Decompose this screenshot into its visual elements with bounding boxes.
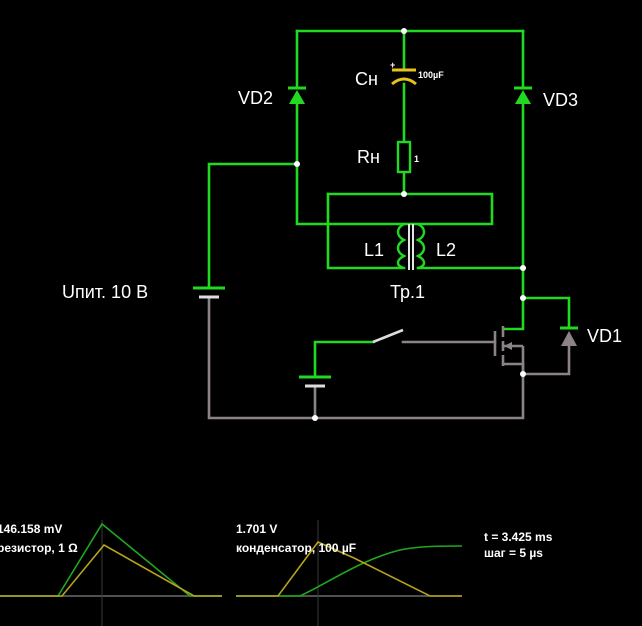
gate-switch-wire xyxy=(313,340,375,378)
resistor-label: Rн xyxy=(357,147,380,167)
supply-plus-wire xyxy=(207,162,299,290)
source-wire xyxy=(503,344,571,376)
diode-vd1[interactable] xyxy=(560,326,578,346)
diode-vd2[interactable] xyxy=(288,86,306,104)
transformer-label: Тр.1 xyxy=(390,282,425,302)
capacitor-plus: + xyxy=(390,60,395,70)
load-rail-wire xyxy=(326,192,494,226)
drain-wire xyxy=(521,296,571,328)
capacitor-value: 100µF xyxy=(418,70,444,80)
diode-vd3-label: VD3 xyxy=(543,90,578,110)
vd2-bottom-wire xyxy=(295,102,406,226)
inductor-l2-label: L2 xyxy=(436,240,456,260)
capacitor-cn[interactable] xyxy=(391,68,417,86)
scope-2-name: конденсатор, 100 µF xyxy=(236,541,356,555)
battery-supply[interactable] xyxy=(193,286,225,299)
l1-wire xyxy=(326,192,406,270)
scope-1-value: 146.158 mV xyxy=(0,522,62,536)
diode-vd1-label: VD1 xyxy=(587,326,622,346)
battery-gate[interactable] xyxy=(299,375,331,388)
mosfet-transistor[interactable] xyxy=(493,326,525,366)
step-readout: шаг = 5 µs xyxy=(484,546,543,560)
scope-resistor[interactable] xyxy=(0,520,222,626)
junction-nodes xyxy=(294,28,526,421)
scope-capacitor[interactable] xyxy=(236,520,463,626)
resistor-value: 1 xyxy=(414,154,419,164)
transformer-tr1[interactable] xyxy=(396,222,426,270)
active-wires xyxy=(207,29,571,378)
inductor-l1-label: L1 xyxy=(364,240,384,260)
ground-return-wire xyxy=(207,296,525,420)
capacitor-label: Cн xyxy=(355,69,378,89)
switch[interactable] xyxy=(372,328,404,344)
time-readout: t = 3.425 ms xyxy=(484,530,553,544)
scope-2-value: 1.701 V xyxy=(236,522,277,536)
scope-1-name: резистор, 1 Ω xyxy=(0,541,78,555)
inactive-wires xyxy=(207,296,571,420)
diode-vd3[interactable] xyxy=(514,86,532,104)
diode-vd2-label: VD2 xyxy=(238,88,273,108)
resistor-rn[interactable] xyxy=(396,140,412,174)
supply-label: Uпит. 10 В xyxy=(62,282,148,302)
drain-stub-wire xyxy=(503,296,525,331)
